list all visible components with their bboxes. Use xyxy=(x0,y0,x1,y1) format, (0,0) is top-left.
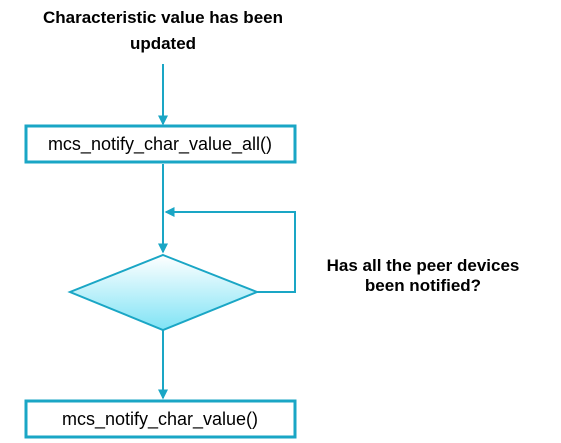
bottom-process-box xyxy=(24,399,297,439)
decision-diamond xyxy=(67,253,260,332)
start-text-line1: Characteristic value has been xyxy=(43,8,283,27)
decision-text-line1: Has all the peer devices xyxy=(327,256,520,275)
top-process-box xyxy=(24,124,297,164)
loop-back-line xyxy=(164,207,296,293)
bottom-process-label: mcs_notify_char_value() xyxy=(62,409,258,430)
decision-text-line2: been notified? xyxy=(365,276,481,295)
start-text-line2: updated xyxy=(130,34,196,53)
top-process-label: mcs_notify_char_value_all() xyxy=(48,134,272,155)
